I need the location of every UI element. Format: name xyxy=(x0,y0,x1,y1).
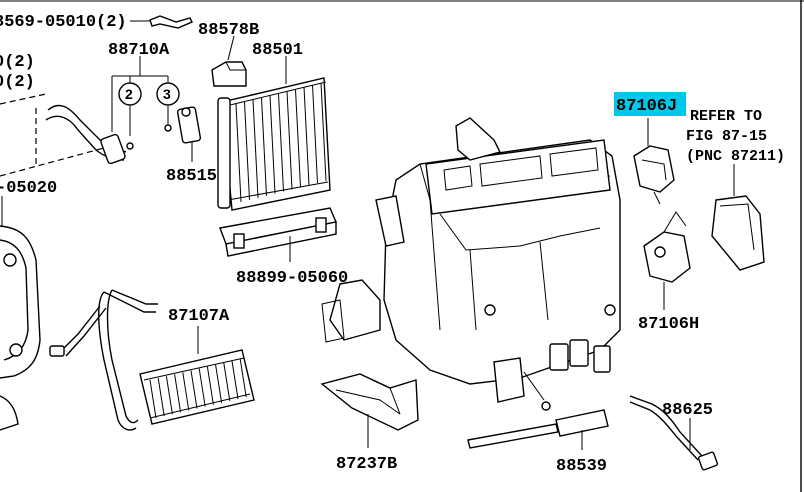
label-qty-2-b[interactable]: 0(2) xyxy=(0,73,35,92)
valve-drawing xyxy=(176,106,202,162)
label-qty-2-a[interactable]: 0(2) xyxy=(0,53,35,72)
actuator-j-drawing xyxy=(633,118,675,205)
sensor-cable-drawing xyxy=(629,395,719,471)
cap-part-drawing xyxy=(211,35,247,87)
label-88501[interactable]: 88501 xyxy=(252,41,303,60)
label-88515[interactable]: 88515 xyxy=(166,167,217,186)
circle-number-3: 3 xyxy=(163,86,171,102)
heater-core-drawing xyxy=(49,289,255,431)
circle-callout-2 xyxy=(118,82,142,106)
label-87107a[interactable]: 87107A xyxy=(168,307,230,326)
bracket-drawing xyxy=(219,207,337,262)
sensor-rod-drawing xyxy=(467,409,609,450)
label-88539[interactable]: 88539 xyxy=(556,457,607,476)
evaporator-drawing xyxy=(217,56,331,211)
hvac-housing-drawing xyxy=(321,117,621,411)
refer-part-drawing xyxy=(711,164,765,271)
label-05020[interactable]: -05020 xyxy=(0,179,57,198)
label-87106h[interactable]: 87106H xyxy=(638,315,699,334)
clip-part-drawing xyxy=(130,15,193,29)
label-88578b[interactable]: 88578B xyxy=(198,21,259,40)
refer-line-2: FIG 87-15 xyxy=(686,128,767,145)
circle-callout-3 xyxy=(156,82,180,106)
refer-line-3[interactable]: (PNC 87211) xyxy=(686,148,785,165)
label-87237b[interactable]: 87237B xyxy=(336,455,397,474)
actuator-h-drawing xyxy=(643,211,691,310)
duct-drawing xyxy=(320,373,419,448)
bolt-callouts xyxy=(111,56,172,150)
circle-number-2: 2 xyxy=(125,86,133,102)
label-87106j[interactable]: 87106J xyxy=(616,97,677,116)
label-88899-05060[interactable]: 88899-05060 xyxy=(236,269,348,288)
refer-line-1: REFER TO xyxy=(690,108,762,125)
label-88569[interactable]: 8569-05010(2) xyxy=(0,13,127,32)
pipe-assembly-drawing xyxy=(0,93,127,177)
label-88710a[interactable]: 88710A xyxy=(108,41,170,60)
highlight-87106j xyxy=(614,92,686,116)
label-88625[interactable]: 88625 xyxy=(662,401,713,420)
housing-fragment-left xyxy=(0,196,41,431)
